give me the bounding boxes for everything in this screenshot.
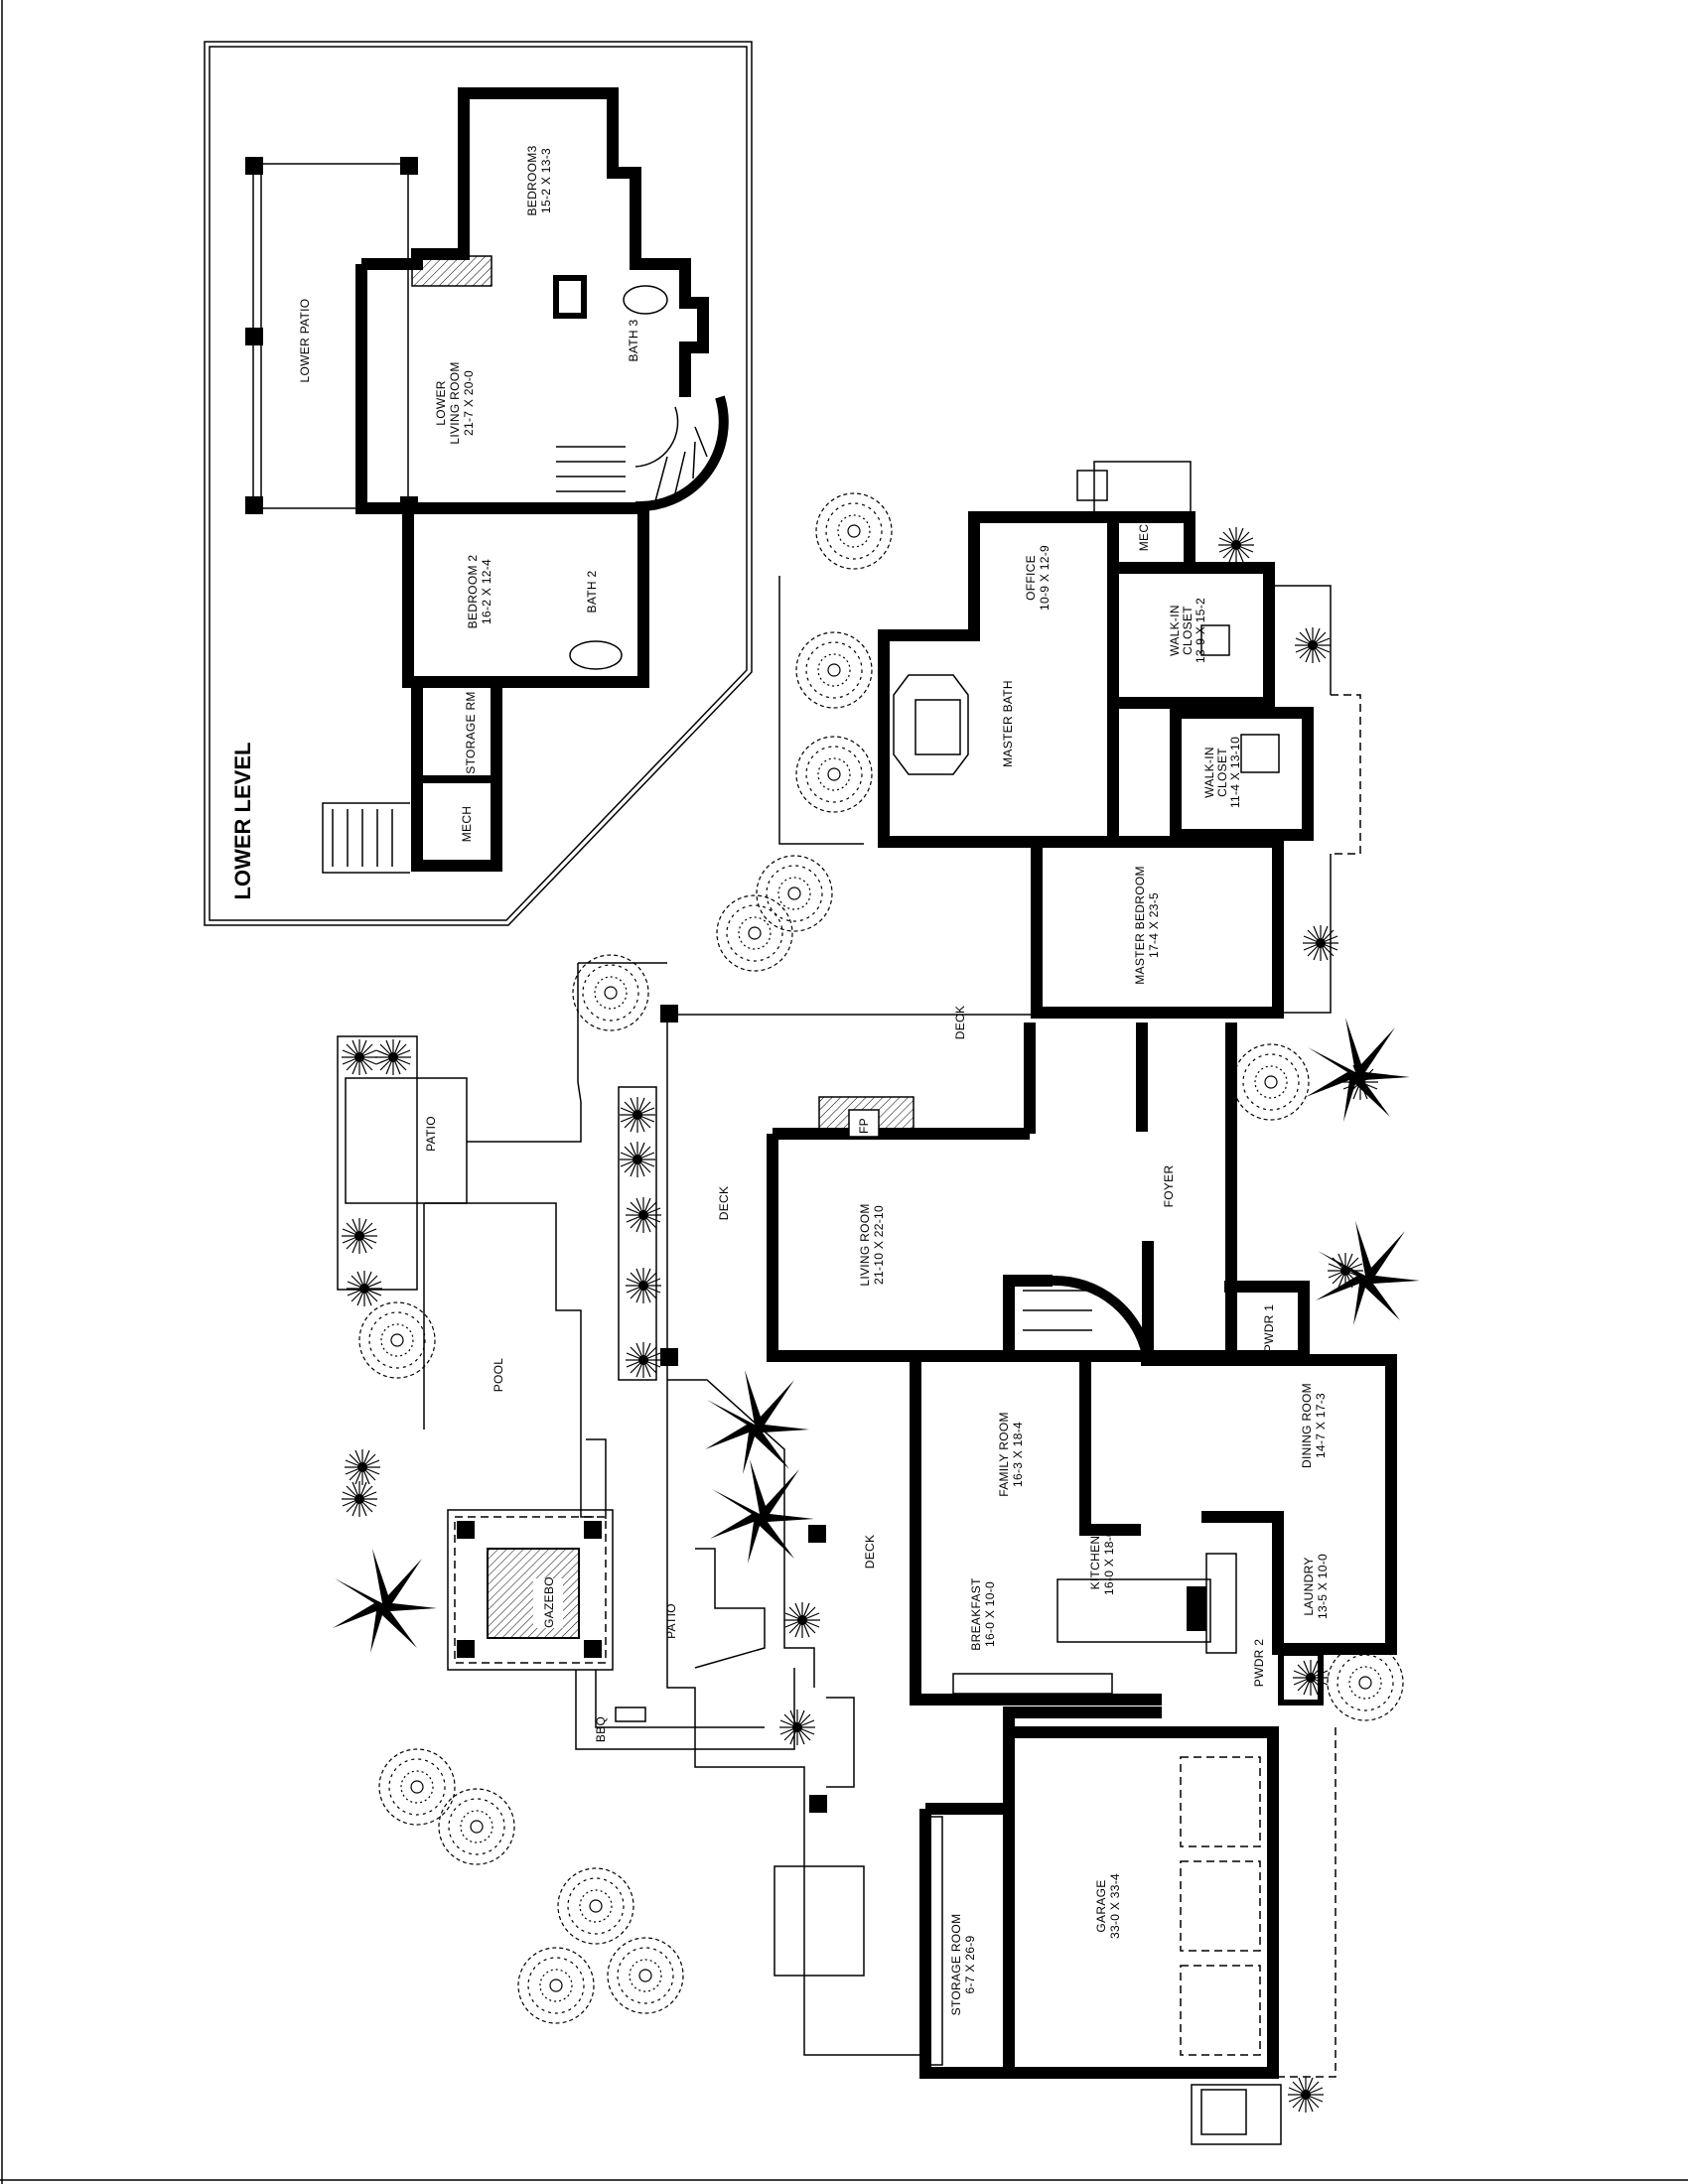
room-dims: 10-9 X 12-9	[1038, 545, 1052, 611]
shrub-icon	[341, 1217, 378, 1255]
room-label: DECK	[953, 1006, 967, 1040]
shrub-icon	[1302, 924, 1339, 962]
shrub-icon	[1287, 2076, 1325, 2114]
tree-icon	[438, 1788, 515, 1865]
room-dims: 21-7 X 20-0	[462, 370, 476, 436]
lower-patio	[245, 157, 418, 514]
tree-icon	[1327, 1644, 1404, 1721]
room-label: KITCHEN	[1088, 1536, 1102, 1590]
shrub-icon	[778, 1708, 816, 1746]
tree-icon	[1232, 1043, 1310, 1121]
room-dims: 16-2 X 12-4	[480, 559, 493, 624]
room-dims: 16-0 X 18-0	[1102, 1530, 1116, 1595]
lower-steps	[322, 802, 410, 874]
palm-tree-icon	[1316, 1221, 1420, 1325]
lower-level-title: LOWER LEVEL	[230, 743, 255, 900]
lower-level-section: LOWER LEVEL LOWER PATIO LOWER LIVING ROO…	[204, 41, 753, 926]
room-label: MASTER BATH	[1001, 680, 1015, 767]
room-label: CLOSET	[1215, 748, 1229, 797]
palm-tree-icon	[705, 1370, 809, 1474]
tree-icon	[756, 855, 833, 932]
room-label: LIVING ROOM	[858, 1203, 872, 1286]
shrub-icon	[1217, 526, 1255, 564]
room-label: STORAGE RM	[464, 691, 478, 773]
room-label: BATH 2	[585, 571, 599, 614]
shrub-icon	[783, 1601, 821, 1639]
tree-icon	[517, 1947, 595, 2024]
room-label: OFFICE	[1024, 555, 1038, 601]
shrub-icon	[341, 1038, 378, 1076]
shrub-icon	[1292, 1659, 1330, 1697]
room-label: PATIO	[424, 1116, 438, 1152]
shrub-icon	[619, 1141, 656, 1178]
tree-icon	[716, 894, 793, 972]
room-label: MECH	[1137, 515, 1151, 552]
room-label: DECK	[717, 1186, 731, 1221]
lower-stair	[556, 395, 729, 512]
room-label: MASTER BEDROOM	[1133, 866, 1147, 985]
room-label: BEDROOM 2	[466, 555, 480, 629]
shrub-icon	[344, 1448, 381, 1486]
room-label: PWDR 1	[1262, 1304, 1276, 1352]
tree-icon	[795, 631, 873, 709]
room-label: MECH	[460, 806, 474, 843]
room-dims: 15-2 X 13-3	[539, 148, 553, 213]
shrub-icon	[625, 1267, 662, 1304]
fireplace-label: FP	[857, 1118, 871, 1134]
palm-tree-icon	[1306, 1018, 1410, 1122]
shrub-icon	[619, 1096, 656, 1134]
room-label: GAZEBO	[542, 1576, 556, 1628]
tree-icon	[815, 492, 893, 570]
palm-tree-icon	[333, 1549, 437, 1653]
room-label: STORAGE ROOM	[949, 1914, 963, 2016]
room-dims: 33-0 X 33-4	[1108, 1873, 1122, 1939]
room-label: WALK-IN	[1168, 605, 1182, 656]
tree-icon	[607, 1937, 684, 2014]
shrub-icon	[346, 1270, 383, 1307]
shrub-icon	[625, 1196, 662, 1234]
room-label: LOWER PATIO	[298, 299, 312, 383]
palm-tree-icon	[710, 1459, 814, 1564]
tree-icon	[572, 954, 649, 1031]
shrub-icon	[1294, 626, 1332, 664]
shrub-icon	[374, 1038, 412, 1076]
room-label: FOYER	[1162, 1165, 1176, 1208]
room-dims: 16-0 X 10-0	[983, 1581, 997, 1647]
room-dims: 13-5 X 10-0	[1316, 1554, 1330, 1619]
room-dims: 21-10 X 22-10	[872, 1205, 886, 1285]
main-level-section: OFFICE 10-9 X 12-9 MECH MASTER BATH WALK…	[337, 461, 1397, 2145]
room-label: POOL	[492, 1358, 505, 1393]
lower-level-frame	[204, 41, 753, 926]
room-label: WALK-IN	[1202, 747, 1216, 798]
room-label: LAUNDRY	[1302, 1557, 1316, 1615]
room-label: BREAKFAST	[969, 1577, 983, 1651]
shrub-icon	[625, 1341, 662, 1379]
tree-icon	[795, 736, 873, 813]
room-dims: 16-3 X 18-4	[1011, 1422, 1025, 1487]
room-label: FAMILY ROOM	[997, 1412, 1011, 1497]
room-label: PATIO	[664, 1603, 678, 1639]
shrub-icon	[341, 1480, 378, 1518]
room-dims: 17-4 X 23-5	[1147, 892, 1161, 958]
room-label: BATH 3	[627, 320, 640, 362]
room-label: LIVING ROOM	[448, 361, 462, 444]
room-label: DECK	[863, 1535, 877, 1570]
room-label: DINING ROOM	[1300, 1383, 1314, 1468]
tree-icon	[557, 1867, 634, 1945]
room-label: PWDR 2	[1252, 1639, 1266, 1687]
room-dims: 14-7 X 17-3	[1314, 1393, 1328, 1458]
room-dims: 13-9 X 15-2	[1194, 598, 1207, 663]
tree-icon	[378, 1748, 456, 1826]
room-label: CLOSET	[1181, 606, 1195, 655]
room-label: BEDROOM3	[525, 145, 539, 215]
room-dims: 6-7 X 26-9	[963, 1935, 977, 1993]
room-label: GARAGE	[1094, 1879, 1108, 1932]
room-label: LOWER	[434, 380, 448, 426]
room-dims: 11-4 X 13-10	[1228, 737, 1242, 808]
bbq-label: BBQ	[594, 1716, 608, 1742]
